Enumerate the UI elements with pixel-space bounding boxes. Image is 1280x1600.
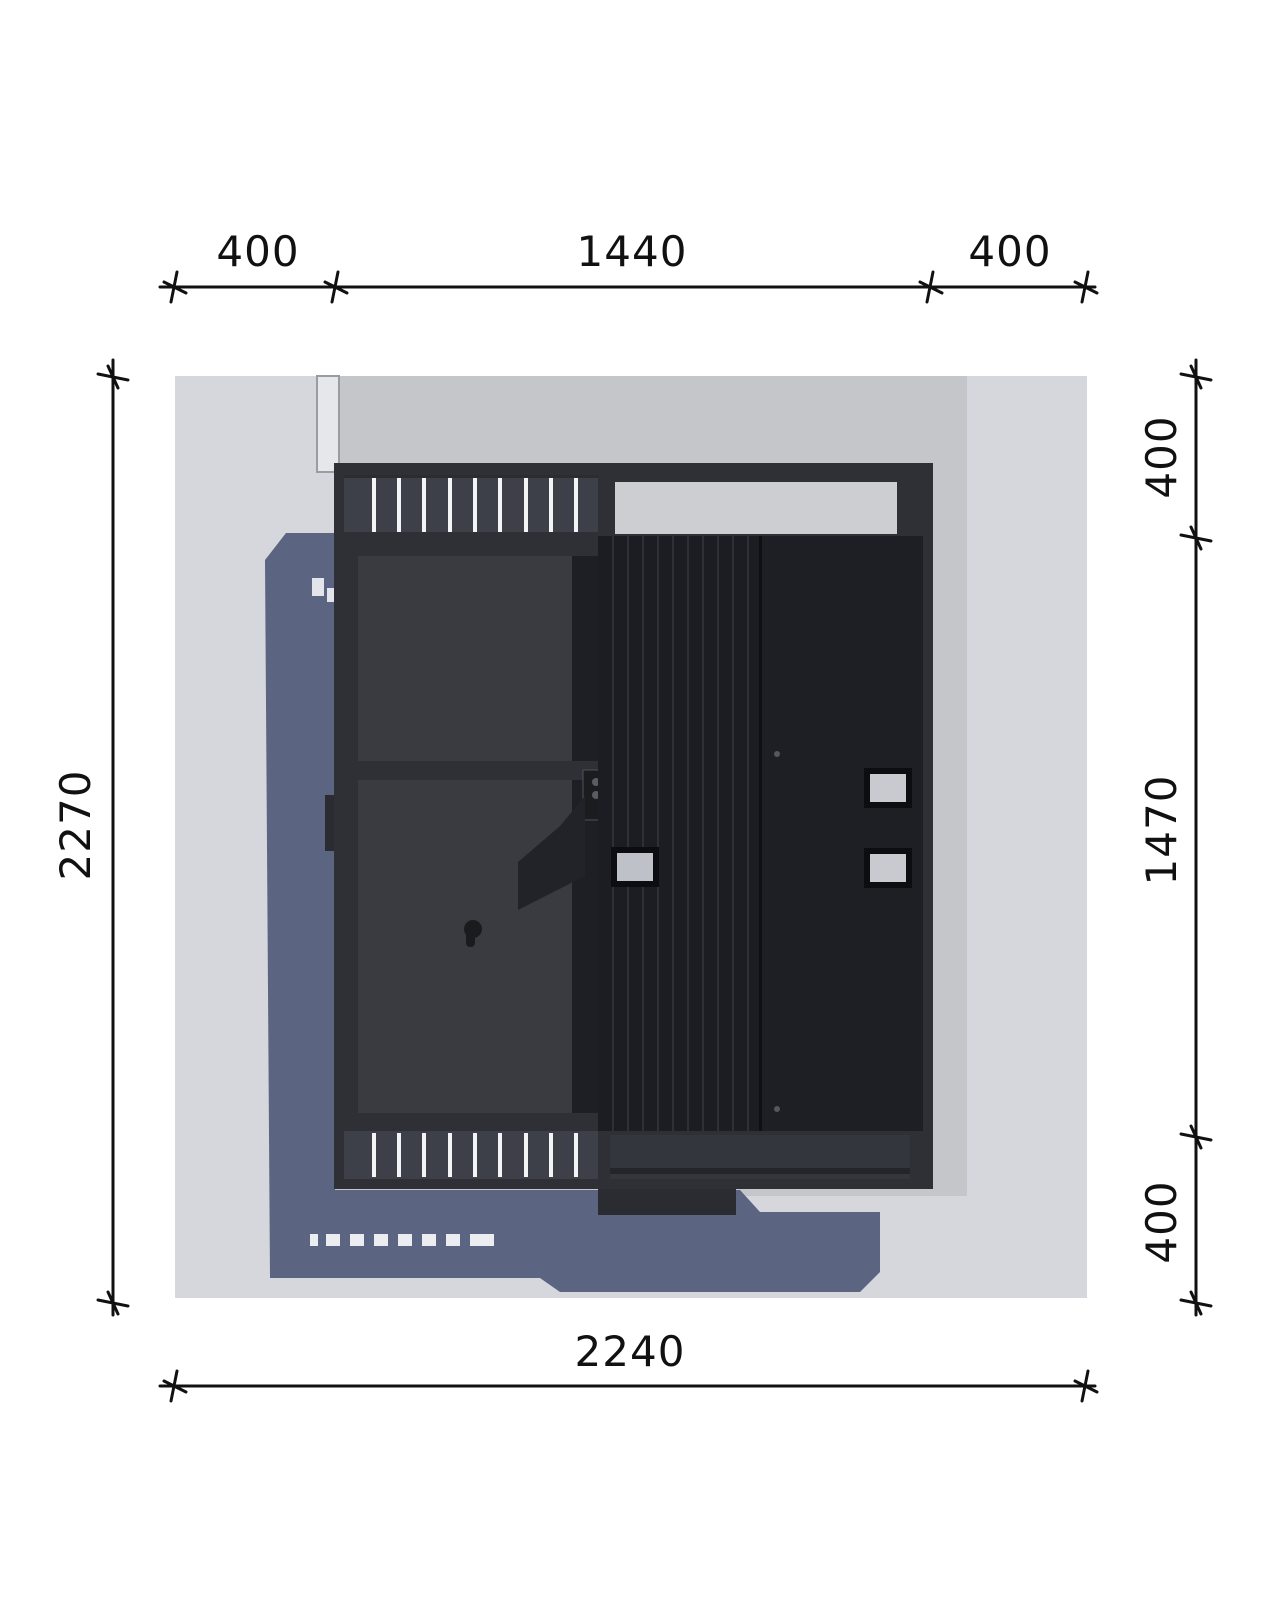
dim-label-top-right: 400	[968, 227, 1051, 276]
dimension-lines	[96, 270, 1213, 1403]
dim-tick	[323, 270, 349, 304]
dim-label-top-left: 400	[216, 227, 299, 276]
dim-label-right-middle: 1470	[1137, 775, 1186, 886]
shadow-light-patch	[312, 578, 324, 596]
ridge-line	[759, 536, 762, 1131]
dim-tick	[1073, 1369, 1099, 1403]
dim-tick	[1073, 270, 1099, 304]
railing-bottom-left	[372, 1133, 578, 1177]
pitched-roof-right	[762, 536, 923, 1131]
roof-vent-pipe	[466, 929, 475, 947]
shadow-light-patch	[327, 588, 335, 602]
entrance-step	[598, 1189, 736, 1215]
shadow-railing-dots	[310, 1234, 494, 1246]
dim-label-bottom: 2240	[575, 1327, 686, 1376]
terrace-bottom-left	[344, 1131, 598, 1179]
fence-post	[316, 375, 340, 473]
building-shadow	[265, 533, 880, 1292]
dim-tick	[1179, 1124, 1213, 1150]
dimension-labels: 400 1440 400 2240 2270 400 1470 400	[51, 227, 1186, 1376]
railing-top-left	[372, 476, 578, 532]
skylight	[864, 848, 912, 888]
dim-tick	[96, 1290, 130, 1316]
roof-fixture	[774, 1106, 780, 1112]
dim-label-right-bottom: 400	[1137, 1180, 1186, 1263]
pergola-opening	[615, 482, 897, 534]
pergola-bottom-beam	[610, 1168, 910, 1174]
terrace-top-left	[344, 475, 598, 532]
flat-roof-upper	[358, 556, 572, 761]
dim-label-top-center: 1440	[577, 227, 688, 276]
dim-tick	[162, 270, 188, 304]
building-roof-plan	[334, 463, 933, 1215]
railing-top-rail	[344, 475, 598, 478]
pitched-roof-left	[598, 536, 761, 1131]
dim-tick	[96, 364, 130, 390]
dim-tick	[1179, 364, 1213, 390]
roof-seams	[612, 536, 749, 1131]
dim-tick	[162, 1369, 188, 1403]
skylight	[611, 847, 659, 887]
flat-roof-lower	[358, 780, 572, 1113]
dim-label-left: 2270	[51, 770, 100, 881]
site-plan	[175, 375, 1087, 1298]
dim-tick	[918, 270, 944, 304]
chimney-shadow	[518, 796, 585, 910]
flat-roof-upper-edge	[572, 556, 598, 761]
dim-tick	[1179, 1290, 1213, 1316]
dim-tick	[1179, 525, 1213, 551]
roof-fixture	[774, 751, 780, 757]
dim-label-right-top: 400	[1137, 415, 1186, 498]
skylight	[864, 768, 912, 808]
